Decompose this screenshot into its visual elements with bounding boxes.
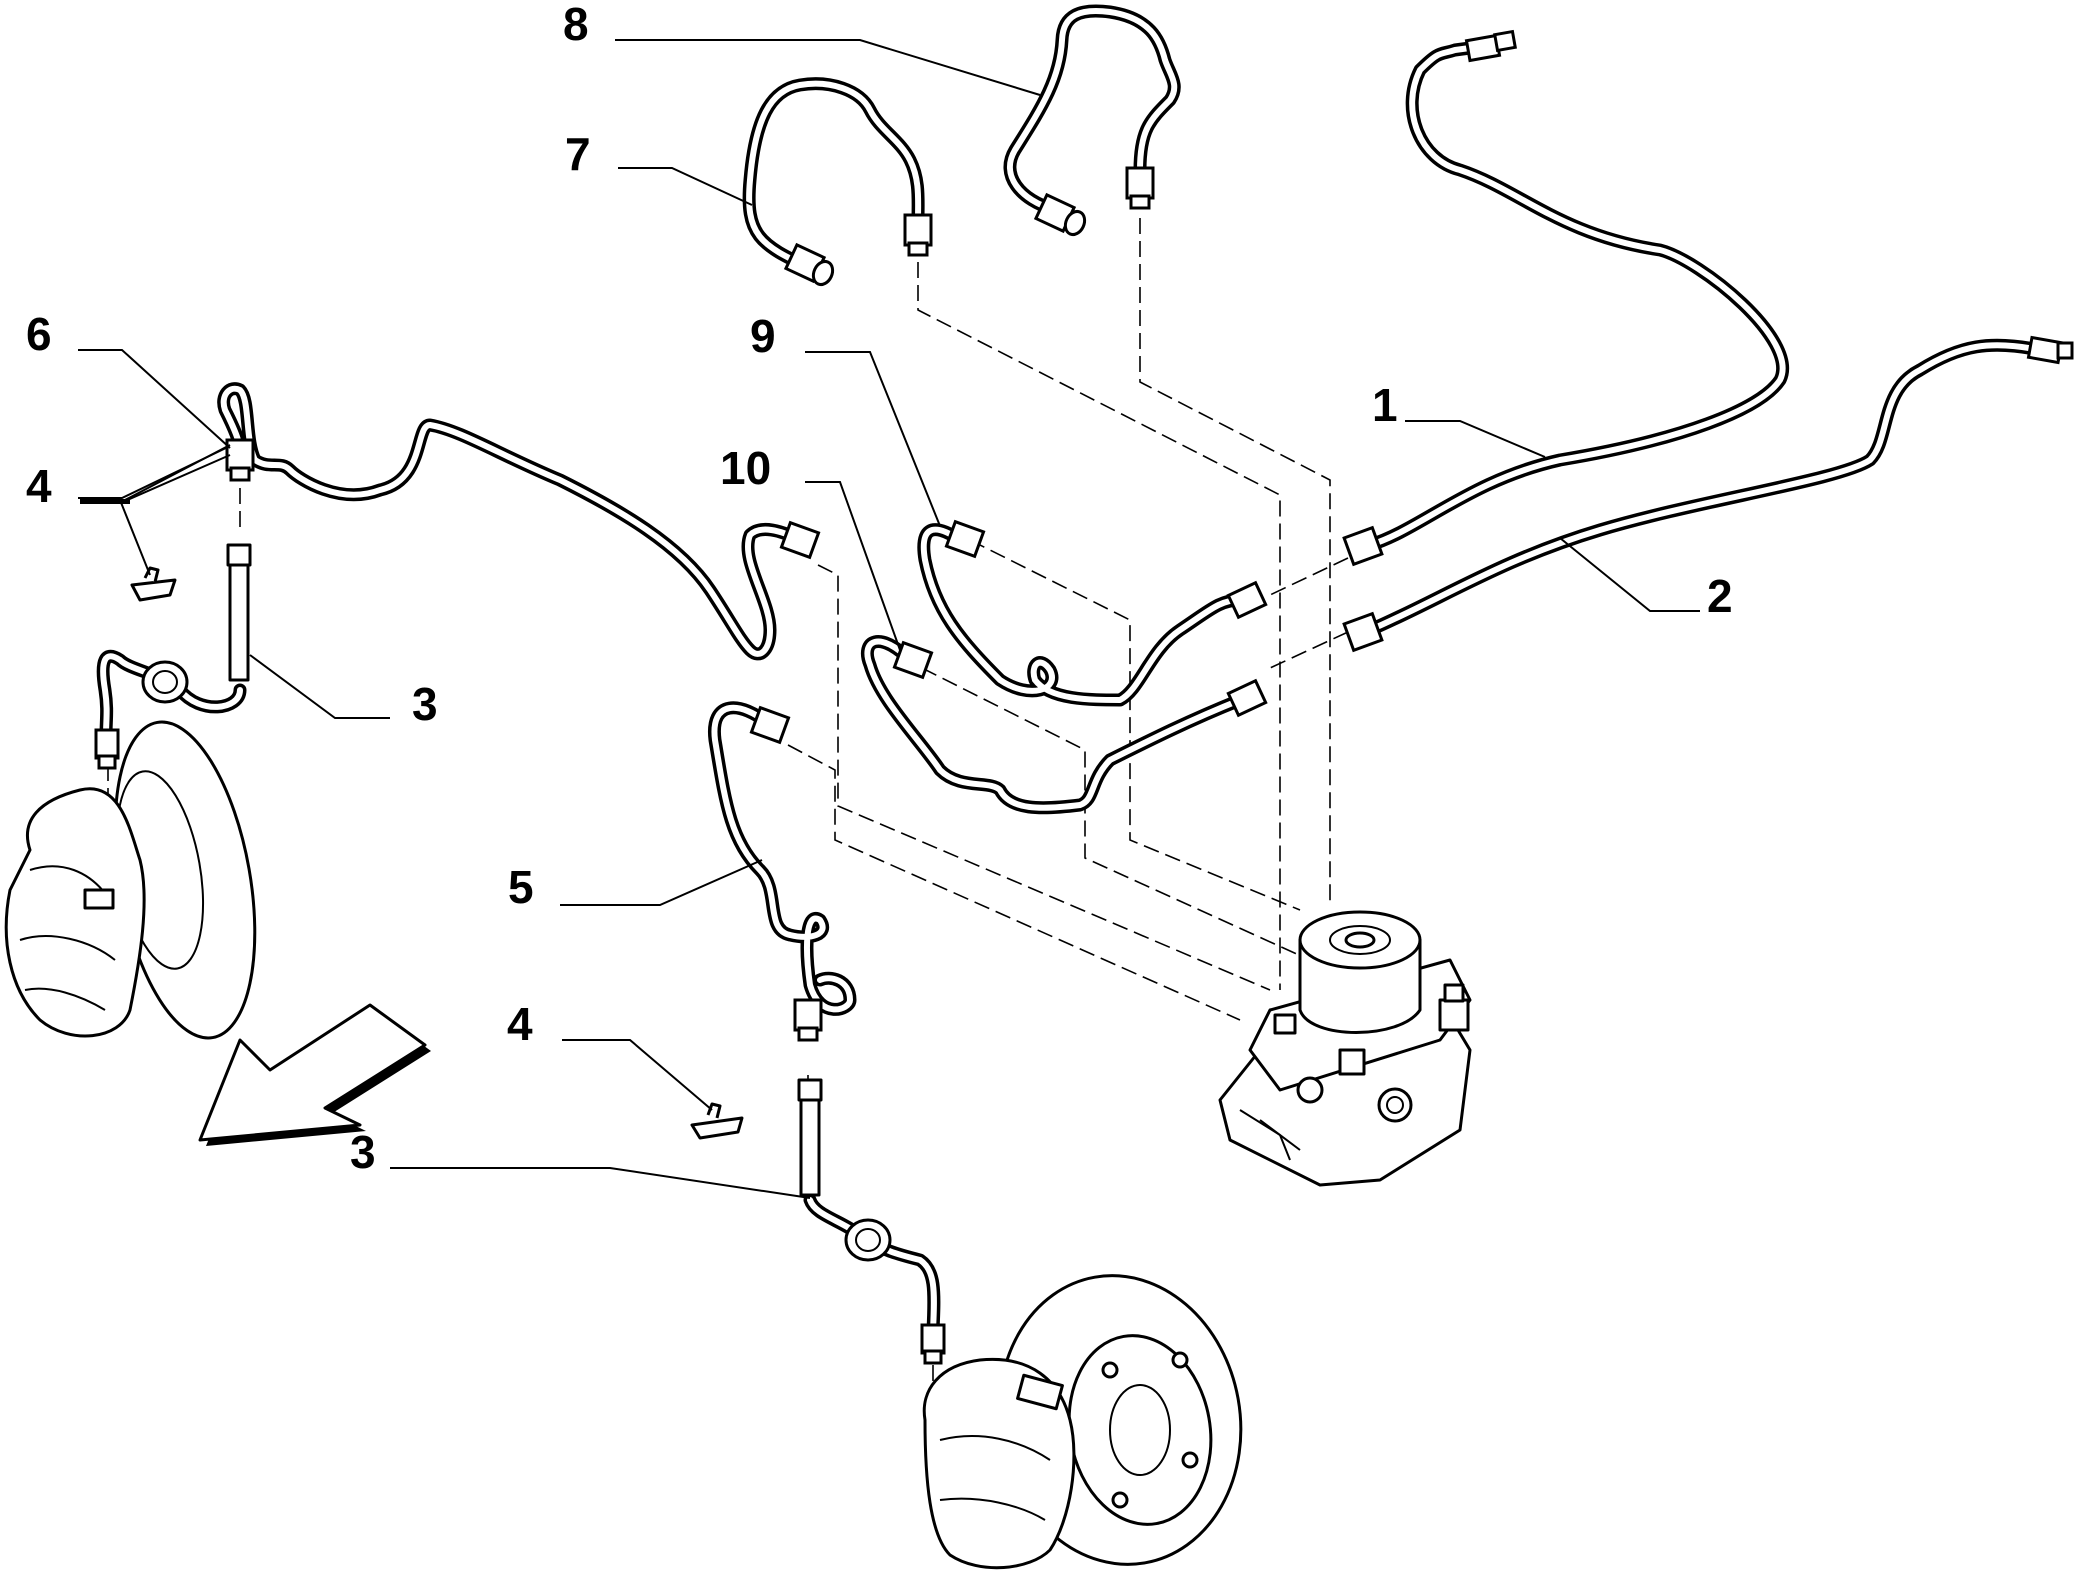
callout-6: 6 xyxy=(26,308,52,360)
brake-pipe-1[interactable] xyxy=(1342,29,1789,567)
brake-pipe-5[interactable] xyxy=(707,701,857,1042)
brake-hose-3-right[interactable] xyxy=(797,1078,946,1365)
abs-hydraulic-modulator[interactable] xyxy=(1218,910,1472,1187)
callout-1: 1 xyxy=(1372,379,1398,431)
callout-4-lower: 4 xyxy=(507,998,533,1050)
brake-pipe-6[interactable] xyxy=(217,382,821,661)
hose-clip-4-lower[interactable] xyxy=(690,1102,744,1140)
callout-3-upper: 3 xyxy=(412,678,438,730)
callout-2: 2 xyxy=(1707,570,1733,622)
brake-pipe-8[interactable] xyxy=(1003,4,1181,238)
callout-numbers: 1 2 3 3 4 4 5 6 7 8 9 10 xyxy=(26,0,1733,1178)
callout-4-upper: 4 xyxy=(26,460,52,512)
hose-clip-4-upper[interactable] xyxy=(130,566,177,602)
callout-5: 5 xyxy=(508,861,534,913)
brake-hose-3-left[interactable] xyxy=(94,543,252,770)
callout-9: 9 xyxy=(750,310,776,362)
brake-pipe-2[interactable] xyxy=(1342,335,2074,653)
callout-3-lower: 3 xyxy=(350,1126,376,1178)
brake-pipe-10[interactable] xyxy=(860,635,1268,815)
leader-lines xyxy=(78,39,1700,1199)
callout-7: 7 xyxy=(565,128,591,180)
direction-arrow xyxy=(198,1003,431,1146)
callout-10: 10 xyxy=(720,442,771,494)
brake-pipe-9[interactable] xyxy=(917,519,1268,707)
brake-pipe-7[interactable] xyxy=(742,77,933,288)
front-right-brake-assembly xyxy=(922,1274,1243,1570)
front-left-brake-assembly xyxy=(4,720,257,1040)
callout-8: 8 xyxy=(563,0,589,50)
